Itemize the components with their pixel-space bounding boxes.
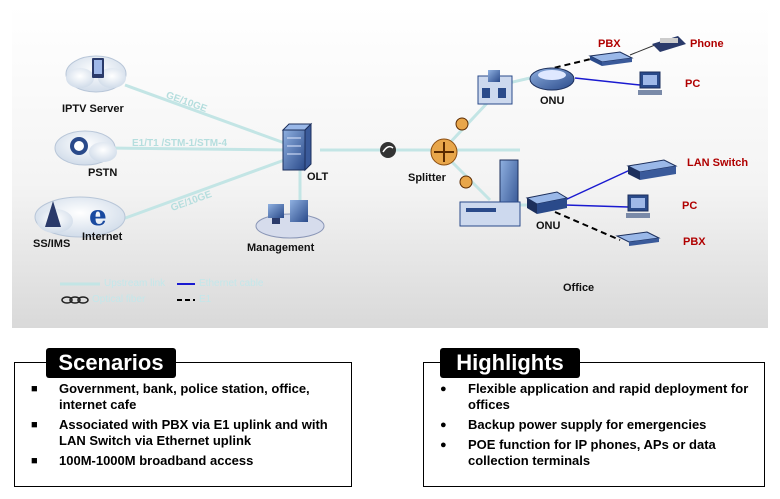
onu-bottom-device [525, 191, 569, 214]
highlights-list: ● Flexible application and rapid deployme… [434, 381, 756, 473]
svg-text:e: e [89, 199, 107, 232]
pbx-phone-line [629, 44, 656, 56]
iptv-cloud [65, 55, 127, 93]
highlight-item: ● Backup power supply for emergencies [434, 417, 756, 433]
internet-cloud: e [34, 196, 126, 238]
pstn-cloud [54, 130, 117, 166]
lan-switch-device [626, 159, 678, 180]
onu-top-device [529, 67, 575, 91]
pc-top-device [638, 71, 662, 95]
highlights-title: Highlights [440, 348, 580, 378]
bullet-square-icon: ■ [31, 419, 38, 431]
label-office: Office [563, 282, 595, 294]
highlight-text: Flexible application and rapid deploymen… [468, 381, 749, 412]
pbx-top-device [588, 51, 634, 66]
label-ss-ims: SS/IMS [33, 238, 71, 250]
network-diagram: e [12, 6, 768, 328]
label-internet: Internet [82, 231, 123, 243]
onu-pbx-e1 [544, 57, 596, 71]
label-phone: Phone [690, 38, 724, 50]
legend-ethernet-label: Ethernet cable [199, 278, 264, 289]
label-pc-top: PC [685, 78, 701, 90]
coil-icon-up [455, 117, 469, 131]
label-pc-bottom: PC [682, 200, 698, 212]
onu-pbx2-e1 [554, 211, 621, 241]
label-pbx-top: PBX [598, 38, 621, 50]
iptv-uplink [124, 83, 291, 147]
label-management: Management [247, 242, 315, 254]
bullet-square-icon: ■ [31, 455, 38, 467]
scenario-item: ■ Government, bank, police station, offic… [25, 381, 343, 413]
label-onu-top: ONU [540, 95, 565, 107]
bullet-dot-icon: ● [440, 419, 447, 431]
bullet-dot-icon: ● [440, 383, 447, 395]
scenario-text: Associated with PBX via E1 uplink and wi… [59, 417, 328, 448]
onu-pc-ethernet [574, 77, 641, 86]
highlight-text: POE function for IP phones, APs or data … [468, 437, 716, 468]
building-top [477, 70, 513, 105]
highlights-panel: ● Flexible application and rapid deployme… [423, 362, 765, 487]
onu-pc2-ethernet [564, 204, 629, 208]
label-lan-switch: LAN Switch [687, 157, 749, 169]
diagram-canvas: e [12, 6, 768, 328]
label-pbx-bottom: PBX [683, 236, 706, 248]
scenarios-title: Scenarios [46, 348, 176, 378]
highlight-text: Backup power supply for emergencies [468, 417, 707, 432]
scenarios-panel: ■ Government, bank, police station, offic… [14, 362, 352, 487]
label-pstn: PSTN [88, 167, 118, 179]
phone-device [652, 36, 686, 52]
legend-fiber-symbol [61, 296, 89, 304]
scenario-item: ■ 100M-1000M broadband access [25, 453, 343, 469]
label-pstn-link: E1/T1 /STM-1/STM-4 [132, 138, 228, 149]
scenario-text: 100M-1000M broadband access [59, 453, 254, 468]
management-device [255, 200, 325, 239]
legend-fiber-label: Optical fiber [92, 294, 146, 305]
scenario-text: Government, bank, police station, office… [59, 381, 310, 412]
bullet-square-icon: ■ [31, 383, 38, 395]
legend-upstream-label: Upstream link [104, 278, 166, 289]
bullet-dot-icon: ● [440, 439, 447, 451]
onu-switch-ethernet [564, 169, 631, 201]
label-iptv-server: IPTV Server [62, 103, 124, 115]
fiber-coil-icon [380, 142, 396, 158]
building-tower [459, 159, 521, 227]
pbx-bottom-device [615, 231, 661, 246]
legend-e1-label: E1 [199, 294, 212, 305]
scenario-item: ■ Associated with PBX via E1 uplink and w… [25, 417, 343, 449]
label-olt: OLT [307, 171, 329, 183]
highlight-item: ● Flexible application and rapid deployme… [434, 381, 756, 413]
olt-device [281, 122, 313, 172]
highlight-item: ● POE function for IP phones, APs or data… [434, 437, 756, 469]
scenarios-list: ■ Government, bank, police station, offic… [25, 381, 343, 473]
internet-uplink [119, 156, 291, 222]
pstn-uplink [109, 146, 291, 152]
coil-icon-down [459, 175, 473, 189]
pc-bottom-device [626, 194, 650, 218]
label-onu-bottom: ONU [536, 220, 561, 232]
splitter-device [430, 138, 458, 166]
label-splitter: Splitter [408, 172, 446, 184]
